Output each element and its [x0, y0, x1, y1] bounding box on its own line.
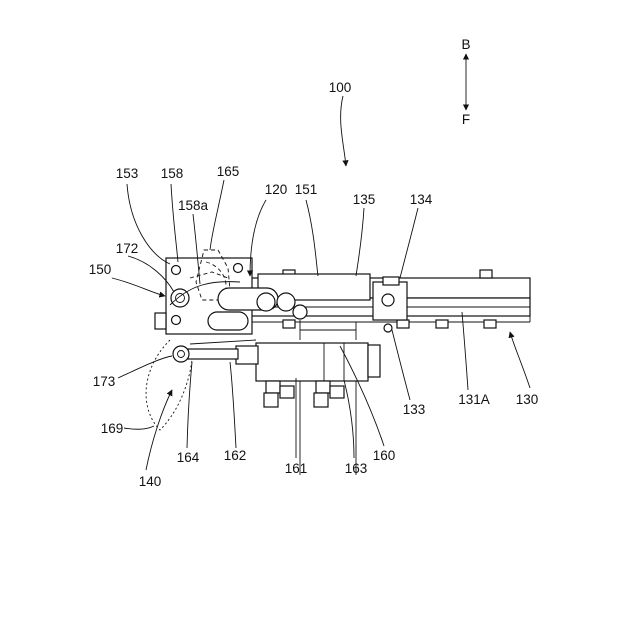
leader-158	[171, 184, 178, 262]
frame-left-tab	[155, 313, 166, 329]
ref-131A: 131A	[458, 392, 490, 407]
leader-150	[112, 278, 165, 296]
fitting-left-body	[266, 381, 280, 393]
leader-173	[118, 356, 172, 378]
ref-165: 165	[217, 164, 240, 179]
ref-153: 153	[116, 166, 139, 181]
ref-169: 169	[101, 421, 124, 436]
roller-3	[293, 305, 307, 319]
fitting-left-elbow	[264, 393, 278, 407]
direction-label-b: B	[461, 37, 470, 52]
piston-rod	[188, 349, 238, 359]
fitting-right-body	[316, 381, 330, 393]
fitting-right-tube	[330, 386, 344, 398]
ref-140: 140	[139, 474, 162, 489]
bolt-bottom-3	[436, 320, 448, 328]
fitting-right-elbow	[314, 393, 328, 407]
direction-indicator: B F	[461, 37, 470, 127]
leader-100	[341, 96, 346, 166]
ref-161: 161	[285, 461, 308, 476]
bolt-bottom-2	[397, 320, 409, 328]
ref-158: 158	[161, 166, 184, 181]
cylinder-end-cap	[368, 345, 380, 377]
ref-164: 164	[177, 450, 200, 465]
ref-135: 135	[353, 192, 376, 207]
ref-151: 151	[295, 182, 318, 197]
ref-162: 162	[224, 448, 247, 463]
rod-guide-line	[190, 340, 256, 344]
frame-screw-tr	[234, 264, 243, 273]
ref-150: 150	[89, 262, 112, 277]
leader-151	[306, 200, 318, 276]
leader-130	[510, 332, 530, 388]
ref-100: 100	[329, 80, 352, 95]
clamp-cap	[383, 277, 399, 285]
clamp-screw	[384, 324, 392, 332]
ref-160: 160	[373, 448, 396, 463]
roller-2	[277, 293, 295, 311]
ref-133: 133	[403, 402, 426, 417]
leader-140	[146, 390, 172, 470]
ref-158a: 158a	[178, 198, 209, 213]
frame-screw-tl	[172, 266, 181, 275]
rod-end-pin	[173, 346, 189, 362]
fitting-left-tube	[280, 386, 294, 398]
roller-1	[257, 293, 275, 311]
leader-162	[230, 362, 236, 448]
ref-120: 120	[265, 182, 288, 197]
leader-135	[356, 208, 364, 276]
leader-133	[392, 330, 410, 400]
cylinder-rod-cover	[236, 346, 258, 364]
ref-134: 134	[410, 192, 433, 207]
ref-163: 163	[345, 461, 368, 476]
leader-134	[400, 208, 418, 278]
leader-163	[344, 380, 354, 458]
ref-130: 130	[516, 392, 539, 407]
ref-173: 173	[93, 374, 116, 389]
leader-131A	[462, 312, 468, 390]
direction-label-f: F	[462, 112, 470, 127]
bolt-top-2	[480, 270, 492, 278]
leader-165	[210, 180, 224, 250]
roller-capsule-lower	[208, 312, 248, 330]
cylinder-mount	[300, 320, 356, 340]
leader-169	[124, 426, 154, 429]
frame-screw-bl	[172, 316, 181, 325]
ref-172: 172	[116, 241, 139, 256]
bolt-bottom-4	[484, 320, 496, 328]
bolt-bottom-1	[283, 320, 295, 328]
clamp-hole	[382, 294, 394, 306]
cylinder-body	[256, 343, 368, 381]
